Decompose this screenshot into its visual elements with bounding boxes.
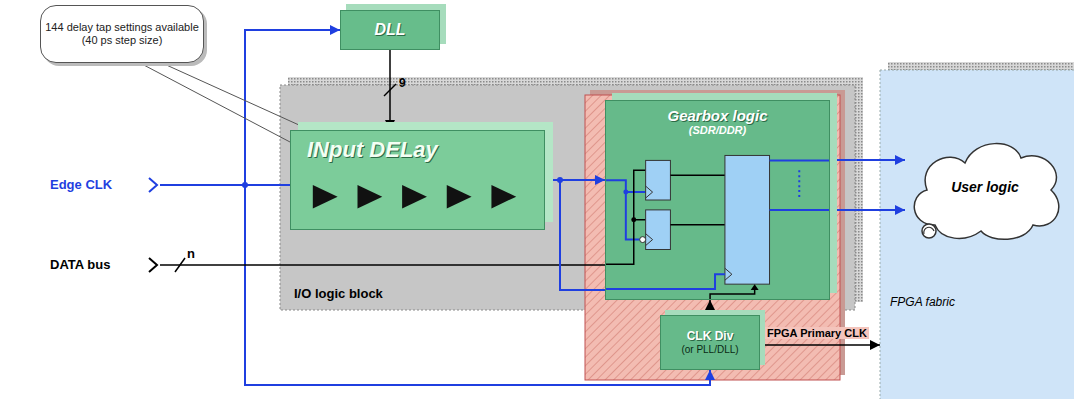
drawing-stroke bbox=[670, 175, 725, 225]
node-subtitle: (SDR/DDR) bbox=[689, 124, 746, 137]
drawing-stroke bbox=[640, 237, 646, 243]
drawing-stroke bbox=[725, 155, 770, 284]
drawing-stroke bbox=[606, 180, 646, 239]
signal-name: FPGA Primary CLK bbox=[765, 327, 869, 339]
node-title: FPGA fabric bbox=[890, 296, 955, 310]
node-title: CLK Div bbox=[687, 330, 734, 344]
io-logic-block: I/O logic block INput DELay Gearbox logi… bbox=[280, 85, 855, 310]
bus-slash bbox=[175, 258, 185, 272]
drawing-stroke bbox=[447, 185, 472, 209]
drawing-stroke bbox=[914, 144, 1059, 240]
drawing-stroke bbox=[646, 210, 671, 250]
drawing-stroke bbox=[725, 268, 732, 280]
user-logic-cloud: User logic bbox=[905, 130, 1065, 245]
drawing-stroke bbox=[402, 185, 427, 209]
bus-width: n bbox=[187, 246, 195, 261]
signal-name: DATA bus bbox=[50, 257, 110, 272]
signal-arrow bbox=[760, 344, 880, 346]
leader-line bbox=[140, 63, 290, 142]
node-title: 144 delay tap settings available (40 ps … bbox=[41, 21, 203, 46]
io-block-ground bbox=[280, 85, 855, 310]
fpga-fabric-region: FPGA fabric User logic bbox=[880, 70, 1074, 399]
drawing-stroke bbox=[313, 185, 338, 209]
drawing-stroke bbox=[770, 160, 829, 210]
node-subtitle: (or PLL/DLL) bbox=[681, 344, 738, 356]
fabric-ground bbox=[880, 70, 1074, 399]
drawing-stroke bbox=[751, 284, 759, 290]
leader-line bbox=[162, 63, 310, 130]
drawing-stroke bbox=[646, 160, 671, 200]
signal-arrow bbox=[389, 50, 391, 130]
drawing-stroke bbox=[922, 224, 936, 238]
drawing-stroke bbox=[631, 217, 636, 222]
data-bus-chevron bbox=[149, 258, 157, 272]
bus-width: 9 bbox=[399, 76, 406, 90]
node-title: User logic bbox=[951, 179, 1019, 195]
clock-divider-block: CLK Div(or PLL/DLL) bbox=[660, 315, 760, 370]
drawing-stroke bbox=[646, 234, 653, 246]
edge-clk-chevron bbox=[149, 178, 157, 192]
drawing-stroke bbox=[606, 170, 646, 264]
edge-clk-wire bbox=[160, 184, 290, 186]
drawing-stroke bbox=[646, 186, 653, 198]
dll-block: DLL bbox=[340, 10, 440, 50]
signal-arrow bbox=[545, 179, 605, 181]
node-title: DLL bbox=[374, 21, 405, 39]
data-bus-wire bbox=[160, 264, 605, 266]
input-delay-block: INput DELay bbox=[290, 130, 545, 230]
drawing-stroke bbox=[623, 190, 628, 195]
node-title: I/O logic block bbox=[294, 287, 383, 302]
signal-arrow bbox=[709, 300, 711, 315]
drawing-stroke bbox=[606, 274, 725, 289]
drawing-stroke bbox=[710, 289, 755, 299]
drawing-stroke bbox=[357, 185, 382, 209]
signal-arrow bbox=[830, 209, 905, 211]
gearbox-logic-block: Gearbox logic(SDR/DDR) bbox=[605, 100, 830, 300]
drawing-stroke bbox=[798, 170, 800, 200]
drawing-stroke bbox=[491, 185, 516, 209]
node-title: INput DELay bbox=[307, 137, 438, 162]
node-title: Gearbox logic bbox=[667, 107, 767, 124]
signal-name: Edge CLK bbox=[50, 177, 112, 192]
drawing-stroke bbox=[924, 227, 934, 234]
delayed-clock-loop bbox=[560, 180, 605, 290]
callout-bubble: 144 delay tap settings available (40 ps … bbox=[40, 5, 204, 63]
signal-arrow bbox=[830, 159, 905, 161]
